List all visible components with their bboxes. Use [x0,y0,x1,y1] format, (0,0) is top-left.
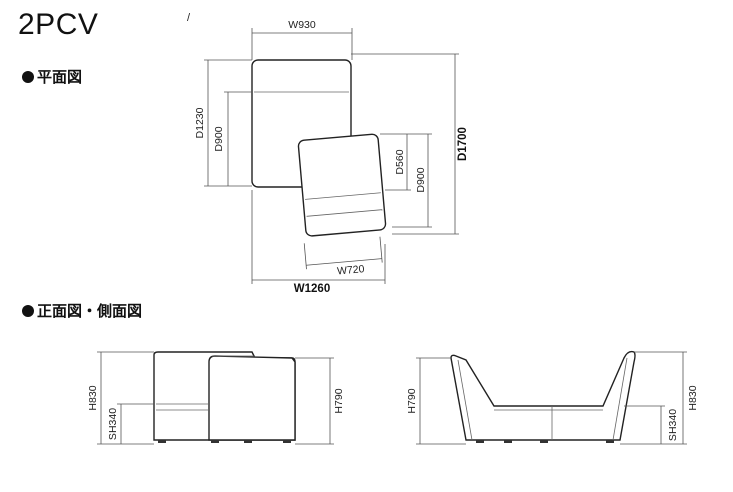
plan-seat-piece [297,133,387,237]
dim-front-h830: H830 [87,385,99,410]
front-foot [244,440,252,443]
side-profile [450,350,636,441]
dim-d1230: D1230 [194,107,206,138]
dim-front-sh340: SH340 [107,408,119,440]
bullet-dot-icon [22,304,34,317]
side-inner-line [457,359,473,441]
dim-side-h790: H790 [406,388,418,413]
side-view: H790 SH340 H830 [406,350,699,445]
side-foot [540,440,548,443]
dim-side-sh340: SH340 [667,409,679,441]
plan-view: W930 D1230 D900 D560 D900 D1700 W720 [194,19,469,295]
dim-d900-right: D900 [415,167,427,192]
dim-d560: D560 [394,149,406,174]
dim-front-h790: H790 [333,388,345,413]
front-foot [211,440,219,443]
tick-mark: / [187,12,191,24]
dim-d1700: D1700 [457,127,469,161]
dim-w1260: W1260 [294,283,330,295]
dim-w930: W930 [288,19,316,31]
section-heading-plan: 平面図 [22,66,82,87]
section-front-side-label: 正面図・側面図 [37,303,143,320]
section-heading-front-side: 正面図・側面図 [22,300,142,321]
front-foot [158,440,166,443]
front-foot [283,440,291,443]
side-foot [504,440,512,443]
dim-side-h830: H830 [687,385,699,410]
front-side-block [208,355,296,441]
model-title: 2PCV [18,8,99,41]
front-view: H830 SH340 H790 [87,351,345,445]
section-plan-label: 平面図 [37,69,83,86]
side-foot [476,440,484,443]
dim-line-w720: W720 [303,236,383,278]
dim-w720: W720 [337,263,366,277]
side-foot [606,440,614,443]
dim-d900-left: D900 [213,126,225,151]
bullet-dot-icon [22,70,34,83]
